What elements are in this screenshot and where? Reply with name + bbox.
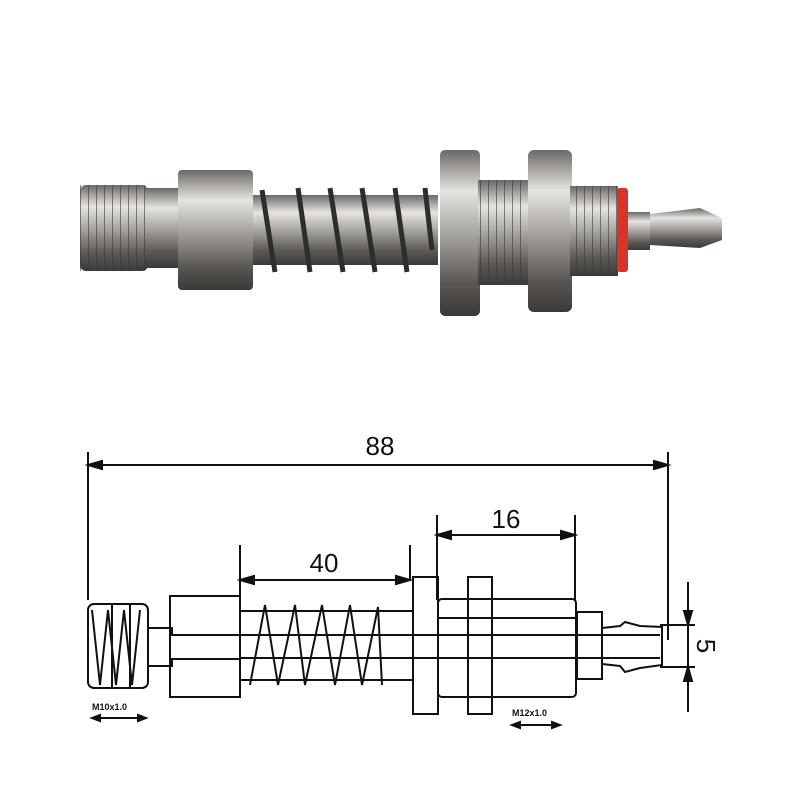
oring xyxy=(617,188,628,272)
spring-photo xyxy=(259,187,435,273)
technical-drawing xyxy=(84,452,695,730)
overall-length-label: 88 xyxy=(366,431,395,461)
left-thread-label: M10x1.0 xyxy=(92,702,127,712)
thread-length-label: 16 xyxy=(492,504,521,534)
stroke-label: 40 xyxy=(310,548,339,578)
right-thread-label: M12x1.0 xyxy=(512,708,547,718)
fitting-photo xyxy=(80,150,722,316)
barb-diameter-label: 5 xyxy=(691,639,721,653)
